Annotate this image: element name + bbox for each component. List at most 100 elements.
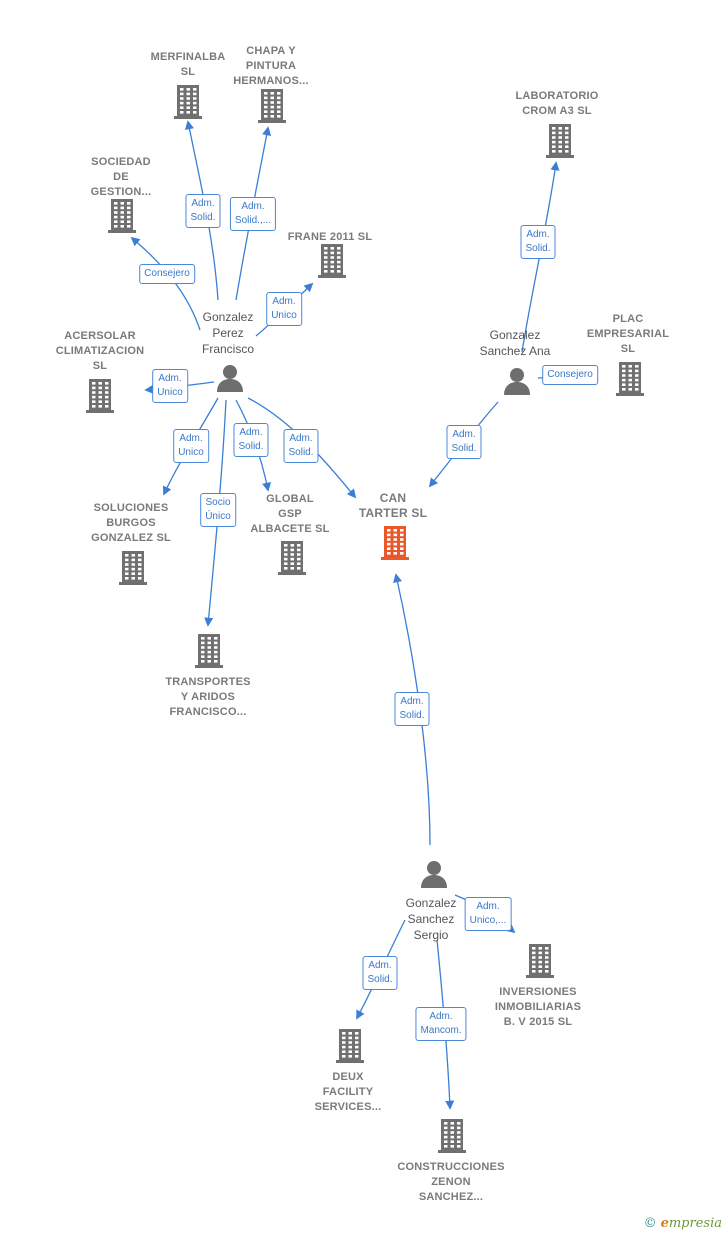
label-line: Adm. xyxy=(289,433,313,444)
label-line: Gonzalez xyxy=(202,310,254,324)
label-line: GONZALEZ SL xyxy=(91,532,171,544)
label-line: Solid.,... xyxy=(234,215,272,226)
label-line: ACERSOLAR xyxy=(64,330,136,342)
company-building-icon[interactable] xyxy=(318,244,346,280)
relation-label-r-laboratorio[interactable]: Adm.Solid. xyxy=(520,225,556,259)
label-line: LABORATORIO xyxy=(515,90,599,102)
label-line: Solid. xyxy=(451,443,477,454)
label-line: Adm. xyxy=(241,201,265,212)
relation-label-r-cantarter-s[interactable]: Adm. Solid. xyxy=(394,692,430,726)
label-line: Solid. xyxy=(399,710,425,721)
label-line: SOCIEDAD xyxy=(91,156,151,168)
label-line: Gonzalez xyxy=(405,896,457,910)
label-line: B. V 2015 SL xyxy=(503,1016,573,1028)
label-line: FACILITY xyxy=(322,1086,374,1098)
company-building-icon[interactable] xyxy=(438,1119,466,1155)
label-line: Adm. xyxy=(476,901,500,912)
company-label-frane[interactable]: FRANE 2011 SL xyxy=(288,230,373,245)
relation-label-r-frane[interactable]: Adm. Unico xyxy=(266,292,302,326)
relation-label-r-deux[interactable]: Adm.Solid. xyxy=(362,956,398,990)
label-line: SANCHEZ... xyxy=(418,1191,484,1203)
company-building-icon[interactable] xyxy=(174,85,202,121)
person-icon[interactable] xyxy=(419,859,449,889)
company-building-icon[interactable] xyxy=(336,1029,364,1065)
relation-label-r-cantarter-a[interactable]: Adm. Solid. xyxy=(446,425,482,459)
label-line: Unico xyxy=(157,387,183,398)
relation-label-r-plac[interactable]: Consejero xyxy=(542,365,598,385)
label-line: Sanchez xyxy=(407,912,455,926)
label-line: SL xyxy=(92,360,108,372)
label-line: GSP xyxy=(278,508,302,520)
label-line: PINTURA xyxy=(245,60,297,72)
label-line: PLAC xyxy=(612,313,644,325)
label-line: Mancom. xyxy=(420,1025,462,1036)
label-line: Francisco xyxy=(201,342,255,356)
label-line: Gonzalez xyxy=(489,328,541,342)
company-building-icon[interactable] xyxy=(119,551,147,587)
company-label-acersolar[interactable]: ACERSOLAR CLIMATIZACION SL xyxy=(56,329,145,374)
label-line: EMPRESARIAL xyxy=(586,328,670,340)
label-line: Adm. xyxy=(400,696,424,707)
label-line: CLIMATIZACION xyxy=(55,345,145,357)
relation-label-r-soluciones[interactable]: Adm.Unico xyxy=(173,429,209,463)
company-label-laboratorio[interactable]: LABORATORIO CROM A3 SL xyxy=(515,89,598,119)
label-line: Unico xyxy=(271,310,297,321)
company-building-icon[interactable] xyxy=(526,944,554,980)
relation-label-r-merfinalba[interactable]: Adm.Solid. xyxy=(185,194,221,228)
label-line: INVERSIONES xyxy=(499,986,577,998)
label-line: CONSTRUCCIONES xyxy=(397,1161,505,1173)
label-line: Único xyxy=(205,511,231,522)
label-line: SOLUCIONES xyxy=(93,502,169,514)
person-icon[interactable] xyxy=(502,366,532,396)
label-line: Consejero xyxy=(144,268,190,279)
relation-label-r-cantarter-f[interactable]: Adm. Solid. xyxy=(283,429,319,463)
relation-label-r-inversiones[interactable]: Adm.Unico,... xyxy=(464,897,512,931)
relation-label-r-construcciones[interactable]: Adm.Mancom. xyxy=(415,1007,467,1041)
label-line: ALBACETE SL xyxy=(250,523,330,535)
company-building-icon[interactable] xyxy=(108,199,136,235)
person-icon[interactable] xyxy=(215,363,245,393)
label-line: Solid. xyxy=(525,243,551,254)
company-building-icon[interactable] xyxy=(86,379,114,415)
empresia-logo: ©empresia xyxy=(643,1216,722,1231)
relation-label-r-sociedad[interactable]: Consejero xyxy=(139,264,195,284)
label-line: Solid. xyxy=(367,974,393,985)
label-line: BURGOS xyxy=(106,517,156,529)
label-line: CROM A3 SL xyxy=(522,105,592,117)
label-line: Consejero xyxy=(547,369,593,380)
company-building-icon[interactable] xyxy=(195,634,223,670)
label-line: Adm. xyxy=(452,429,476,440)
label-line: TARTER SL xyxy=(358,506,428,520)
company-building-icon[interactable] xyxy=(258,89,286,125)
label-line: SERVICES... xyxy=(314,1101,382,1113)
main-company-building-icon[interactable] xyxy=(381,526,409,562)
label-line: Solid. xyxy=(238,441,264,452)
label-line: SL xyxy=(180,66,196,78)
company-building-icon[interactable] xyxy=(616,362,644,398)
company-building-icon[interactable] xyxy=(278,541,306,577)
relation-label-r-chapa[interactable]: Adm. Solid.,... xyxy=(229,197,277,231)
company-label-soluciones[interactable]: SOLUCIONES BURGOS GONZALEZ SL xyxy=(91,501,171,546)
company-building-icon[interactable] xyxy=(546,124,574,160)
relation-label-r-acersolar[interactable]: Adm. Unico xyxy=(152,369,188,403)
relation-label-r-global[interactable]: Adm.Solid. xyxy=(233,423,269,457)
label-line: GESTION... xyxy=(90,186,152,198)
label-line: Adm. xyxy=(158,373,182,384)
label-line: Sanchez Ana xyxy=(479,344,551,358)
label-line: Solid. xyxy=(288,447,314,458)
label-line: Adm. xyxy=(272,296,296,307)
